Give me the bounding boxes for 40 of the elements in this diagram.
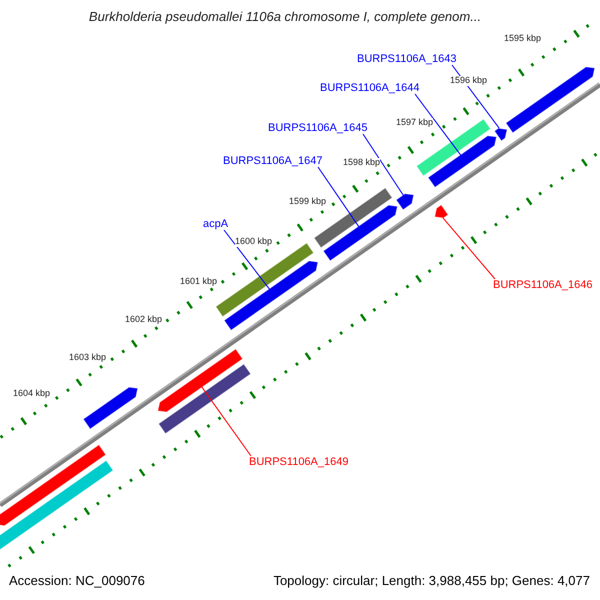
gene-bar xyxy=(428,136,496,188)
leader-line xyxy=(224,230,270,290)
leader-line xyxy=(442,217,496,280)
gene-bar xyxy=(83,387,138,429)
title: Burkholderia pseudomallei 1106a chromosome I, complete genom... xyxy=(88,10,482,24)
gene-bar xyxy=(0,444,106,526)
leader-line xyxy=(318,166,360,228)
leader-line xyxy=(201,386,252,456)
gene-bar xyxy=(494,128,508,141)
gene-label: BURPS1106A_1645 xyxy=(268,122,368,134)
gene-label: acpA xyxy=(203,218,228,230)
gene-bar xyxy=(396,194,414,210)
footer-text: Topology: circular; Length: 3,988,455 bp; Genes: 4,077 xyxy=(273,574,590,588)
tick-label: 1604 kbp xyxy=(13,389,50,399)
leader-line xyxy=(362,134,404,196)
leader-line xyxy=(414,94,462,156)
tick-label: 1596 kbp xyxy=(450,76,488,86)
gene-label: BURPS1106A_1643 xyxy=(357,53,456,66)
gene-label: BURPS1106A_1646 xyxy=(493,279,592,292)
gene-bar xyxy=(158,349,243,412)
tick-label: 1600 kbp xyxy=(235,237,272,247)
gene-bar xyxy=(434,204,448,218)
tick-label: 1597 kbp xyxy=(396,118,434,128)
tick-label: 1598 kbp xyxy=(343,158,380,168)
tick-label: 1603 kbp xyxy=(69,353,106,363)
gene-bar xyxy=(416,119,490,176)
gene-label: BURPS1106A_1647 xyxy=(223,155,322,168)
gene-bar xyxy=(158,364,251,434)
gene-label: BURPS1106A_1649 xyxy=(249,456,348,468)
tick-label: 1599 kbp xyxy=(289,197,326,207)
tick-label: 1595 kbp xyxy=(504,34,542,44)
gene-bar xyxy=(314,188,392,248)
gene-bar xyxy=(224,260,318,330)
gene-bar xyxy=(323,205,398,261)
tick-label: 1601 kbp xyxy=(180,277,218,287)
gene-bar xyxy=(506,66,595,133)
footer-text: Accession: NC_009076 xyxy=(9,574,145,588)
gene-label: BURPS1106A_1644 xyxy=(320,82,420,94)
gene-bar xyxy=(0,460,114,550)
tick-label: 1602 kbp xyxy=(125,315,162,325)
